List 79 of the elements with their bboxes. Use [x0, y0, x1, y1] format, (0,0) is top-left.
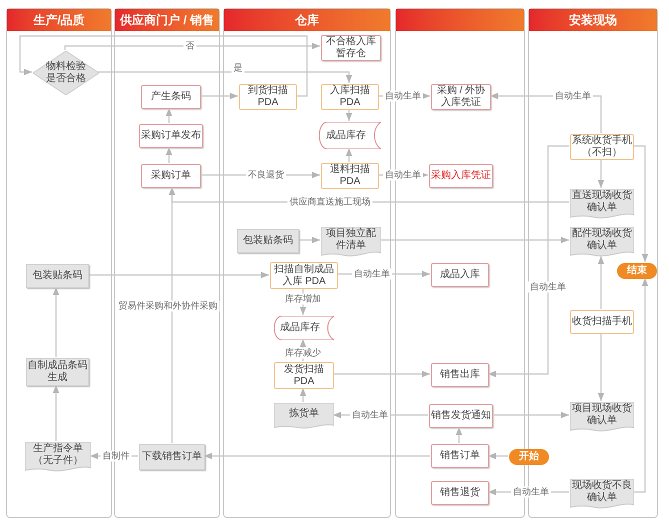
- edge-label: 贸易件采购和外协件采购: [116, 300, 220, 312]
- storage-shape: 成品库存: [274, 316, 334, 340]
- connector-arrow: [64, 42, 320, 50]
- process-box: 采购订单: [141, 164, 201, 188]
- connector-arrow: [633, 145, 648, 262]
- edge-label: 自动生单: [553, 90, 593, 102]
- terminal-pill: 结束: [617, 263, 657, 279]
- connector-arrow: [598, 256, 604, 309]
- decision-diamond: 物料检验是否合格: [33, 51, 99, 95]
- connector-arrow: [166, 147, 172, 163]
- connector-arrow: [298, 236, 320, 244]
- connector-arrow: [52, 287, 60, 357]
- process-box: 销售订单: [431, 444, 489, 468]
- connector-arrow: [346, 148, 352, 162]
- process-box: 销售出库: [431, 363, 489, 387]
- edge-label: 自动生单: [350, 410, 390, 420]
- process-box: 销售退货: [431, 481, 489, 505]
- process-box: 销售发货通知: [429, 404, 493, 428]
- swimlane: [6, 8, 112, 518]
- connector-arrow: [488, 452, 508, 460]
- connector-arrow: [598, 333, 604, 401]
- process-box: 到货扫描 PDA: [239, 84, 297, 110]
- process-box: 入库扫描 PDA: [321, 84, 379, 110]
- process-box: 收货扫描手机: [570, 310, 634, 334]
- lane-header: 仓库: [224, 9, 390, 31]
- connector-arrow: [488, 145, 569, 378]
- edge-label: 自动生单: [383, 170, 423, 180]
- lane-header: 生产/品质: [7, 9, 111, 31]
- process-box: 不合格入库暂存仓: [321, 35, 381, 61]
- process-box: 系统收货手机（不扫）: [570, 134, 634, 160]
- process-box: 采购 / 外协入库凭证: [431, 84, 491, 110]
- edge-label: 自动生单: [511, 486, 551, 498]
- document-shape: 直送现场收货确认单: [570, 189, 634, 219]
- connector-arrow: [492, 412, 569, 418]
- document-shape: 项目独立配件清单: [321, 227, 381, 257]
- edge-label: 自制件: [100, 450, 132, 462]
- lane-header: 供应商门户 / 销售: [115, 9, 219, 31]
- connector-arrow: [346, 109, 352, 121]
- document-shape: 现场收货不良确认单: [570, 479, 634, 509]
- connector-arrow: [633, 278, 648, 493]
- lane-header: 安装现场: [529, 9, 657, 31]
- process-box: 包装贴条码: [237, 229, 299, 253]
- connector-arrow: [333, 370, 430, 378]
- connector-arrow: [88, 272, 269, 278]
- edge-label: 是: [232, 62, 244, 74]
- process-box: 产生条码: [141, 85, 201, 109]
- process-box: 采购入库凭证: [429, 164, 493, 188]
- edge-label: 自动生单: [383, 90, 423, 102]
- process-box: 采购订单发布: [139, 124, 203, 148]
- edge-label: 库存减少: [283, 348, 323, 358]
- edge-label: 不良退货: [246, 170, 286, 180]
- process-box: 扫描自制成品入库 PDA: [270, 262, 338, 289]
- storage-shape: 成品库存: [319, 122, 381, 149]
- terminal-pill: 开始: [509, 449, 549, 465]
- connector-arrow: [98, 71, 352, 83]
- connector-arrow: [166, 108, 172, 123]
- edge-label: 供应商直送施工现场: [288, 196, 372, 208]
- process-box: 退料扫描 PDA: [321, 163, 379, 189]
- edge-label: 库存增加: [283, 294, 323, 304]
- connector-arrow: [52, 385, 60, 441]
- edge-label: 自动生单: [528, 282, 568, 292]
- edge-label: 自动生单: [352, 268, 392, 280]
- connector-arrow: [19, 35, 308, 97]
- connector-arrow: [456, 427, 462, 443]
- connector-arrow: [300, 388, 306, 402]
- process-box: 下载销售订单: [139, 444, 205, 470]
- document-shape: 拣货单: [274, 403, 334, 429]
- document-shape: 配件现场收货确认单: [570, 227, 634, 257]
- connector-arrow: [204, 452, 430, 460]
- document-shape: 生产指令单（无子件）: [25, 442, 91, 472]
- process-box: 成品入库: [431, 263, 489, 287]
- connector-arrow: [200, 92, 238, 100]
- connector-arrow: [380, 236, 569, 244]
- connector-arrow: [598, 159, 604, 188]
- process-box: 发货扫描 PDA: [274, 362, 334, 389]
- process-box: 自制成品条码生成: [26, 358, 89, 386]
- edge-label: 否: [184, 40, 196, 52]
- process-box: 包装贴条码: [26, 264, 89, 288]
- document-shape: 项目现场收货确认单: [570, 402, 634, 432]
